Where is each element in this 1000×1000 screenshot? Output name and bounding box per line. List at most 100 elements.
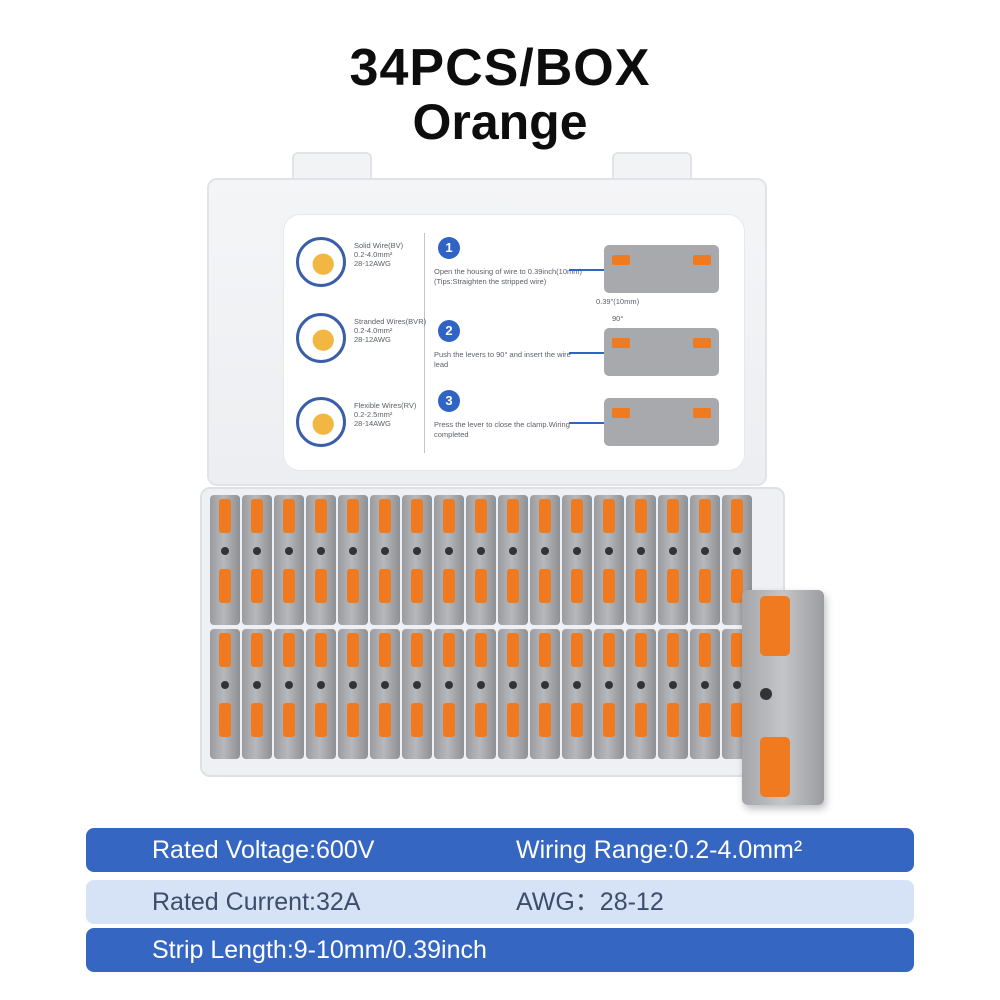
- wire-hole: [349, 681, 357, 689]
- wire-hole: [477, 547, 485, 555]
- spec-bar-3: Strip Length:9-10mm/0.39inch: [86, 928, 914, 972]
- lever: [443, 633, 455, 667]
- connector: [626, 629, 656, 759]
- lever: [219, 499, 231, 533]
- connector-row-bottom: [210, 629, 752, 759]
- lever: [507, 633, 519, 667]
- lever: [667, 703, 679, 737]
- lever: [539, 499, 551, 533]
- box-lid-tab-left: [292, 152, 372, 178]
- lever: [251, 569, 263, 603]
- wire-hole: [381, 681, 389, 689]
- lever: [539, 569, 551, 603]
- wire-hole: [253, 681, 261, 689]
- lever: [475, 633, 487, 667]
- product-title-line2: Orange: [412, 94, 588, 150]
- lever: [347, 633, 359, 667]
- wire-hole: [701, 681, 709, 689]
- lever: [475, 499, 487, 533]
- wire-hole: [669, 681, 677, 689]
- wire-hole: [221, 681, 229, 689]
- wire-hole: [760, 688, 772, 700]
- step-number: 3: [438, 390, 460, 412]
- wire-hole: [413, 547, 421, 555]
- connector: [370, 495, 400, 625]
- wire-hole: [477, 681, 485, 689]
- wire-hole: [541, 681, 549, 689]
- wire-type-text: Stranded Wires(BVR) 0.2-4.0mm² 28-12AWG: [354, 317, 427, 344]
- connector: [658, 495, 688, 625]
- lever: [603, 703, 615, 737]
- wire-hole: [285, 681, 293, 689]
- lever: [347, 703, 359, 737]
- lever: [251, 633, 263, 667]
- connector-illustration: [604, 328, 719, 376]
- lever: [699, 499, 711, 533]
- wire-hole: [509, 547, 517, 555]
- lever: [251, 499, 263, 533]
- lever: [315, 703, 327, 737]
- single-connector: [742, 590, 824, 805]
- arrow-icon: [569, 269, 609, 271]
- connector: [594, 629, 624, 759]
- lever: [379, 703, 391, 737]
- strip-length-note: 0.39"(10mm): [596, 297, 640, 306]
- connector: [210, 629, 240, 759]
- wire-type-solid: Solid Wire(BV) 0.2-4.0mm² 28-12AWG: [296, 237, 426, 297]
- lever: [539, 633, 551, 667]
- connector: [466, 495, 496, 625]
- lever: [731, 569, 743, 603]
- connector: [242, 629, 272, 759]
- lever: [411, 633, 423, 667]
- wire-hole: [317, 681, 325, 689]
- connector: [434, 495, 464, 625]
- connector: [402, 495, 432, 625]
- connector: [498, 629, 528, 759]
- stranded-wire-icon: [296, 313, 346, 363]
- lever: [507, 569, 519, 603]
- wire-hole: [445, 547, 453, 555]
- wire-hole: [445, 681, 453, 689]
- wire-hole: [381, 547, 389, 555]
- wire-hole: [573, 681, 581, 689]
- wire-hole: [733, 681, 741, 689]
- lever: [731, 633, 743, 667]
- wire-hole: [221, 547, 229, 555]
- step-number: 1: [438, 237, 460, 259]
- lever: [507, 703, 519, 737]
- lever: [635, 499, 647, 533]
- connector: [274, 629, 304, 759]
- step-1: 1 Open the housing of wire to 0.39inch(1…: [434, 237, 734, 307]
- wire-hole: [253, 547, 261, 555]
- lever: [379, 633, 391, 667]
- connector-row-top: [210, 495, 752, 625]
- product-title-line1: 34PCS/BOX: [349, 39, 651, 97]
- wire-hole: [317, 547, 325, 555]
- rated-current: Rated Current:32A: [152, 888, 361, 916]
- lever-top: [760, 596, 790, 656]
- lever: [219, 703, 231, 737]
- connector: [690, 629, 720, 759]
- wire-hole: [605, 681, 613, 689]
- wiring-range: Wiring Range:0.2-4.0mm²: [516, 836, 803, 864]
- arrow-icon: [569, 352, 609, 354]
- rated-voltage: Rated Voltage:600V: [152, 836, 375, 864]
- wire-hole: [733, 547, 741, 555]
- step-3: 3 Press the lever to close the clamp.Wir…: [434, 390, 734, 460]
- connector: [338, 629, 368, 759]
- wire-type-text: Flexible Wires(RV) 0.2-2.5mm² 28-14AWG: [354, 401, 417, 428]
- connector: [434, 629, 464, 759]
- connector: [306, 629, 336, 759]
- connector: [338, 495, 368, 625]
- lever: [219, 569, 231, 603]
- lever: [603, 499, 615, 533]
- lever: [635, 633, 647, 667]
- lever: [699, 703, 711, 737]
- lever: [283, 633, 295, 667]
- connector: [370, 629, 400, 759]
- lever: [667, 569, 679, 603]
- connector-tray: [200, 487, 785, 777]
- step-text: Press the lever to close the clamp.Wirin…: [434, 420, 570, 439]
- lever: [475, 703, 487, 737]
- lever: [475, 569, 487, 603]
